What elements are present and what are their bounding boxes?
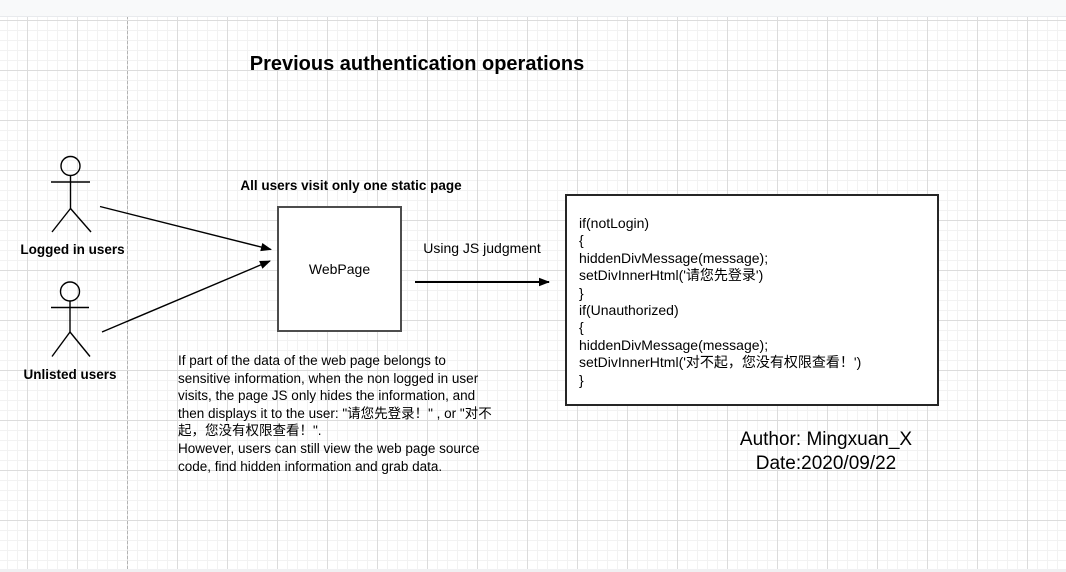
explanation-text[interactable]: If part of the data of the web page belo… — [178, 353, 492, 474]
actor-label-logged-in-users[interactable]: Logged in users — [20, 242, 125, 257]
code-box[interactable]: if(notLogin) { hiddenDivMessage(message)… — [565, 194, 939, 406]
diagram-title[interactable]: Previous authentication operations — [249, 53, 585, 75]
author-line: Author: Mingxuan_X — [739, 429, 913, 450]
bottom-scrollbar-strip — [0, 569, 1066, 572]
top-chrome-strip — [0, 0, 1066, 17]
webpage-box[interactable]: WebPage — [277, 206, 402, 332]
actor-logged-in-users-icon[interactable] — [51, 155, 92, 233]
page-boundary-line — [127, 16, 128, 569]
note-static-page[interactable]: All users visit only one static page — [240, 178, 462, 193]
actor-label-unlisted-users[interactable]: Unlisted users — [23, 367, 117, 382]
js-judgment-arrow-label[interactable]: Using JS judgment — [423, 240, 541, 256]
webpage-box-label: WebPage — [308, 261, 371, 277]
actor-unlisted-users-icon[interactable] — [51, 281, 91, 357]
date-line: Date:2020/09/22 — [755, 452, 897, 474]
author-block[interactable]: Author: Mingxuan_X Date:2020/09/22 — [700, 428, 952, 475]
code-box-text: if(notLogin) { hiddenDivMessage(message)… — [579, 215, 862, 388]
